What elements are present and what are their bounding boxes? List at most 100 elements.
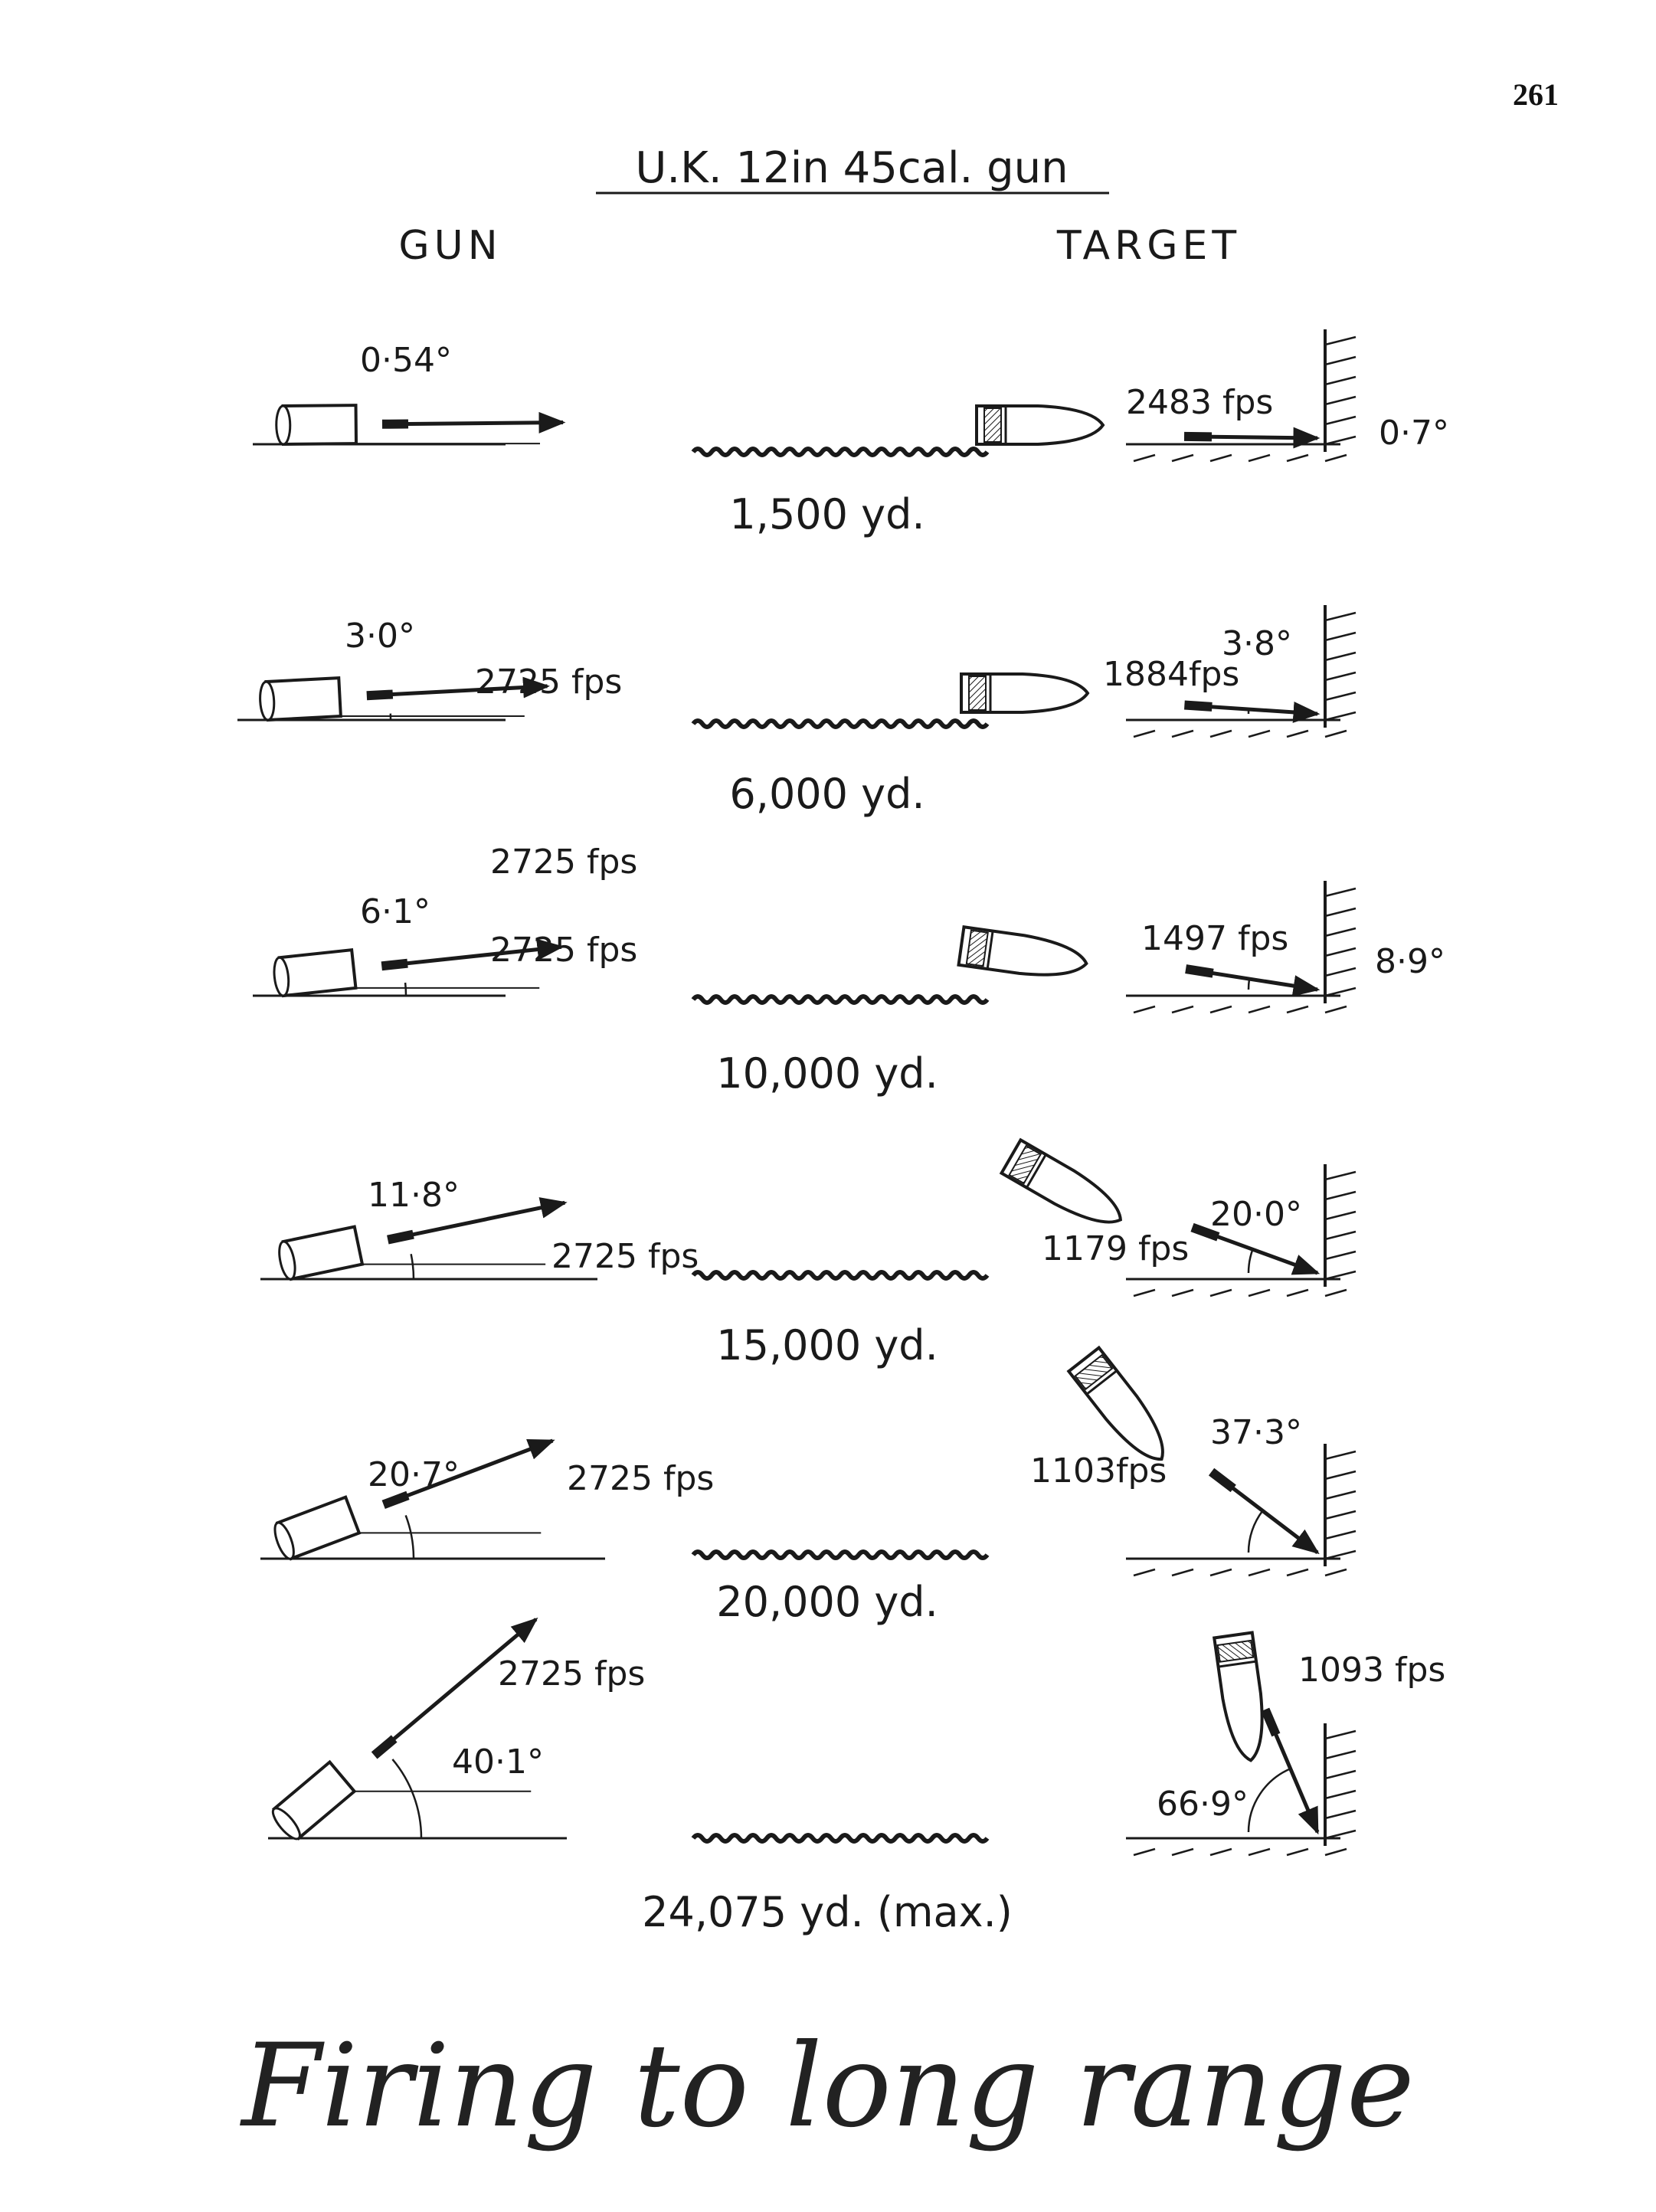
muzzle-arrow bbox=[376, 1617, 538, 1754]
sea-dash bbox=[1133, 1288, 1156, 1297]
armour-hatch bbox=[1324, 1250, 1357, 1261]
armour-hatch bbox=[1324, 395, 1357, 406]
armour-hatch bbox=[1324, 1190, 1357, 1201]
striking-projectile bbox=[1183, 431, 1213, 442]
sea-dash bbox=[1324, 1847, 1347, 1857]
fall-angle-label: 8·9° bbox=[1375, 942, 1445, 981]
sea-wave bbox=[691, 994, 990, 1005]
armour-hatch bbox=[1324, 1769, 1357, 1780]
elevation-label: 20·7° bbox=[368, 1455, 460, 1494]
muzzle-arrow bbox=[386, 411, 566, 434]
sea-dash bbox=[1209, 1288, 1232, 1297]
armour-hatch bbox=[1324, 435, 1357, 446]
armour-hatch bbox=[1324, 375, 1357, 386]
armour-hatch bbox=[1324, 355, 1357, 366]
armour-hatch bbox=[1324, 987, 1357, 997]
armour-hatch bbox=[1324, 611, 1357, 622]
target-column-header: TARGET bbox=[1056, 223, 1241, 269]
fall-angle-arc bbox=[1247, 1248, 1254, 1274]
armour-hatch bbox=[1324, 415, 1357, 426]
sea-dash bbox=[1133, 729, 1156, 738]
armour-hatch bbox=[1324, 1530, 1357, 1540]
armour-hatch bbox=[1324, 1789, 1357, 1800]
sea-dash bbox=[1286, 1847, 1309, 1857]
sea-dash bbox=[1248, 453, 1271, 463]
range-label: 1,500 yd. bbox=[729, 490, 925, 538]
armour-hatch bbox=[1324, 691, 1357, 702]
muzzle-arrow bbox=[385, 938, 565, 968]
elevation-arc bbox=[410, 1254, 415, 1280]
sea-dash bbox=[1209, 1847, 1232, 1857]
gun-barrel bbox=[259, 676, 342, 722]
armour-hatch bbox=[1324, 711, 1357, 722]
sea-dash bbox=[1248, 729, 1271, 738]
sea-dash bbox=[1171, 1288, 1194, 1297]
armour-hatch bbox=[1324, 631, 1357, 642]
gun-barrel bbox=[273, 947, 358, 998]
armour-hatch bbox=[1324, 1210, 1357, 1221]
armour-hatch bbox=[1324, 1270, 1357, 1281]
sea-dash bbox=[1286, 1288, 1309, 1297]
sea-dash bbox=[1209, 1568, 1232, 1577]
muzzle-arrow bbox=[371, 676, 550, 699]
sea-dash bbox=[1324, 1568, 1347, 1577]
gun-column-header: GUN bbox=[398, 223, 502, 269]
striking-velocity-label: 1884fps bbox=[1103, 655, 1239, 694]
muzzle-velocity-label: 2725 fps bbox=[498, 1654, 645, 1693]
projectile-mark bbox=[371, 1735, 398, 1759]
sea-dash bbox=[1171, 1847, 1194, 1857]
diagram-title: U.K. 12in 45cal. gun bbox=[635, 143, 1068, 193]
striking-velocity-label: 1103fps bbox=[1030, 1451, 1167, 1490]
elevation-label: 11·8° bbox=[368, 1176, 460, 1215]
armour-hatch bbox=[1324, 1490, 1357, 1500]
sea-dash bbox=[1286, 453, 1309, 463]
striking-velocity-label: 1179 fps bbox=[1042, 1229, 1189, 1268]
sea-dash bbox=[1286, 1005, 1309, 1014]
armour-hatch bbox=[1324, 1829, 1357, 1840]
armour-hatch bbox=[1324, 887, 1357, 898]
sea-dash bbox=[1324, 1288, 1347, 1297]
fall-angle-label: 20·0° bbox=[1210, 1195, 1302, 1234]
armour-hatch bbox=[1324, 1549, 1357, 1560]
armour-hatch bbox=[1324, 1170, 1357, 1181]
sea-dash bbox=[1209, 1005, 1232, 1014]
elevation-label: 0·54° bbox=[360, 341, 452, 380]
shell bbox=[999, 1137, 1122, 1224]
gun-barrel bbox=[278, 1225, 365, 1281]
armour-hatch bbox=[1324, 1809, 1357, 1820]
sea-dash bbox=[1324, 729, 1347, 738]
fall-angle-label: 66·9° bbox=[1157, 1785, 1249, 1824]
fall-angle-label: 37·3° bbox=[1210, 1413, 1302, 1452]
elevation-arc bbox=[404, 982, 407, 996]
shell bbox=[1066, 1345, 1164, 1461]
projectile-mark bbox=[381, 1490, 410, 1510]
sea-dash bbox=[1286, 729, 1309, 738]
muzzle-velocity-label: 2725 fps bbox=[475, 663, 622, 702]
striking-projectile bbox=[1183, 700, 1213, 712]
sea-dash bbox=[1248, 1288, 1271, 1297]
muzzle-velocity-label: 2725 fps bbox=[490, 843, 637, 882]
range-label: 24,075 yd. (max.) bbox=[642, 1888, 1013, 1936]
projectile-mark bbox=[366, 689, 394, 701]
striking-projectile bbox=[1208, 1468, 1236, 1493]
striking-velocity-label: 1093 fps bbox=[1298, 1651, 1445, 1690]
muzzle-velocity-label: 2725 fps bbox=[567, 1459, 714, 1498]
sea-dash bbox=[1324, 1005, 1347, 1014]
sea-dash bbox=[1286, 1568, 1309, 1577]
shell bbox=[960, 672, 1090, 714]
armour-hatch bbox=[1324, 1450, 1357, 1461]
armour-hatch bbox=[1324, 1749, 1357, 1760]
sea-dash bbox=[1248, 1847, 1271, 1857]
elevation-label: 6·1° bbox=[360, 892, 430, 931]
sea-dash bbox=[1209, 453, 1232, 463]
shell bbox=[975, 404, 1105, 446]
projectile-mark bbox=[381, 419, 409, 429]
gun-barrel bbox=[271, 1759, 357, 1841]
